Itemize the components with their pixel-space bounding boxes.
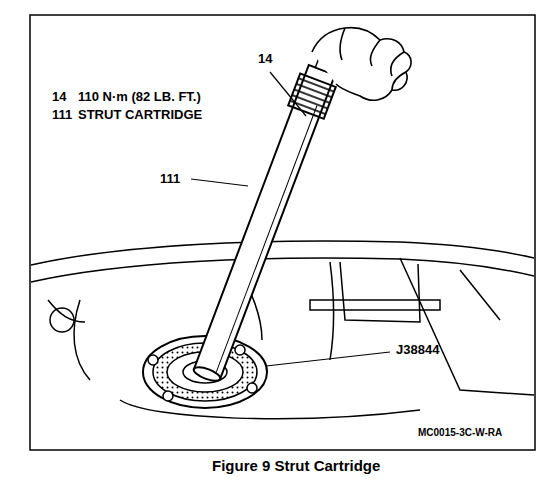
tool-number: J38844 — [396, 343, 439, 356]
torque-spec: 110 N·m (82 LB. FT.) — [78, 90, 201, 103]
figure-caption: Figure 9 Strut Cartridge — [212, 458, 380, 473]
fender-outline — [31, 241, 534, 419]
callout-number: 111 — [160, 172, 180, 185]
callout-number: 14 — [258, 52, 272, 65]
hand — [312, 28, 411, 101]
figure-frame — [30, 15, 535, 450]
figure-code: MC0015-3C-W-RA — [418, 428, 502, 438]
leader-lines — [191, 72, 390, 366]
callout-number: 111 — [52, 108, 72, 121]
strut-cartridge — [187, 41, 348, 386]
part-name: STRUT CARTRIDGE — [78, 108, 202, 121]
callout-number: 14 — [52, 90, 66, 103]
